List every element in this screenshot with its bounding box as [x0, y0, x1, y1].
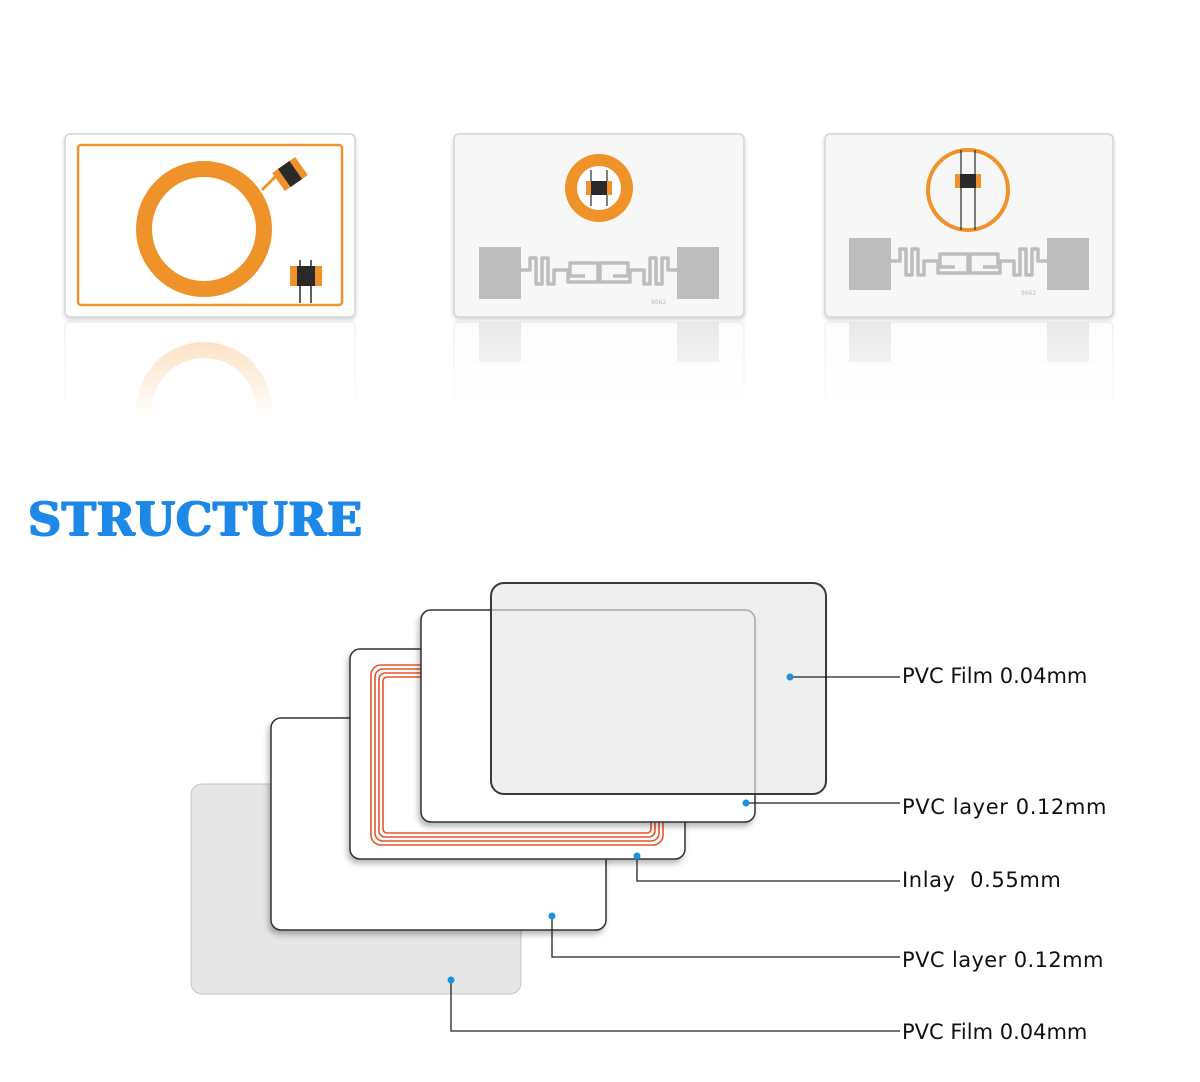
layer-pvc-film-top [490, 582, 827, 795]
card-reflections [64, 321, 1114, 430]
layer-label-pvc-layer-top: PVC layer 0.12mm [902, 795, 1107, 819]
chip-code-label: 9662 [651, 299, 666, 306]
uhf-ring-card: 9662 [453, 133, 745, 318]
uhf-antenna-icon [479, 247, 719, 299]
chip-icon [955, 174, 981, 188]
leader-line [636, 856, 900, 882]
chip-code-label: 9662 [1021, 290, 1036, 297]
layer-label-pvc-film-bottom: PVC Film 0.04mm [902, 1020, 1088, 1044]
marker-dot [786, 673, 794, 681]
hf-coil-card [64, 133, 356, 318]
leader-line [551, 916, 900, 958]
layer-label-pvc-layer-bottom: PVC layer 0.12mm [902, 948, 1104, 972]
uhf-thin-ring-card: 9662 [824, 133, 1114, 318]
uhf-antenna-icon [849, 238, 1089, 290]
marker-dot [742, 799, 750, 807]
marker-dot [447, 976, 455, 984]
layer-label-pvc-film-top: PVC Film 0.04mm [902, 664, 1088, 688]
layer-label-inlay: Inlay 0.55mm [902, 868, 1062, 892]
card-structure-diagram [190, 582, 900, 1032]
leader-line [450, 980, 900, 1032]
chip-icon [290, 260, 322, 303]
section-heading: STRUCTURE [28, 492, 363, 546]
chip-icon [272, 156, 308, 192]
chip-icon [586, 181, 612, 195]
marker-dot [633, 852, 641, 860]
card-inlays-row: 9662 9662 [64, 133, 1114, 430]
marker-dot [548, 912, 556, 920]
